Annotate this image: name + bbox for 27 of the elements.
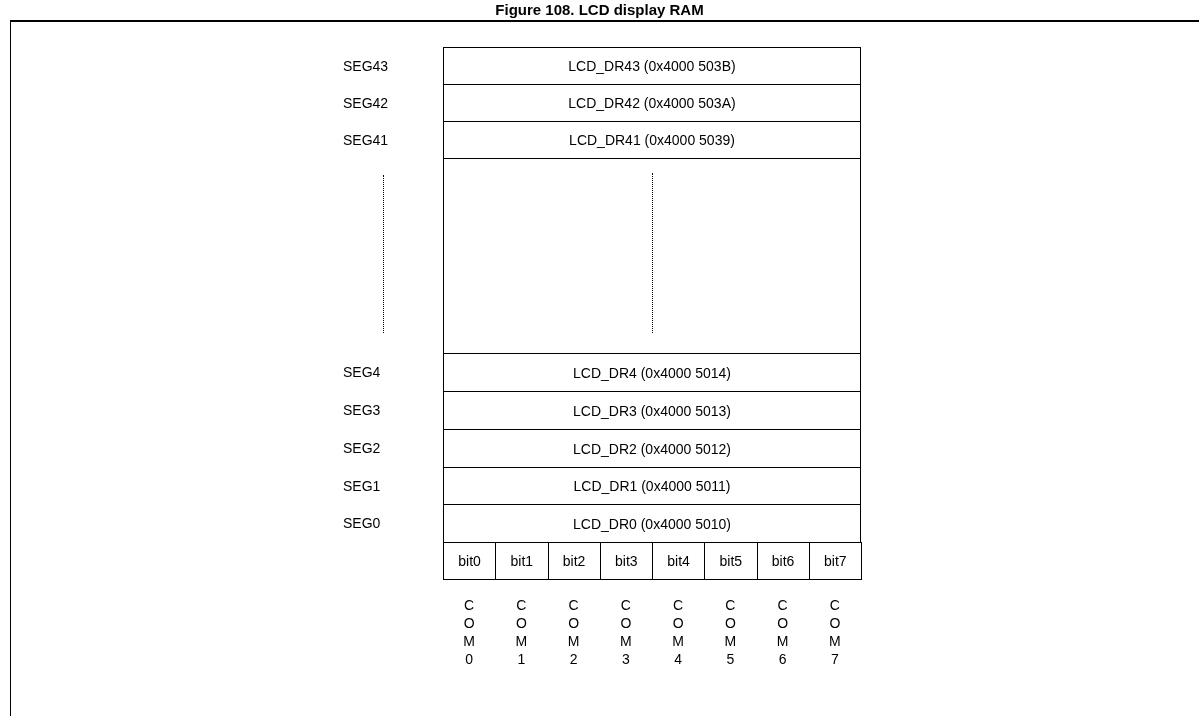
bit-cell: bit0 [443, 542, 497, 580]
common-label: COM5 [723, 596, 738, 668]
common-label: COM4 [671, 596, 685, 668]
bit-cell: bit7 [808, 542, 862, 580]
segment-label: SEG43 [343, 56, 389, 76]
segment-label: SEG1 [343, 476, 381, 496]
common-label: COM0 [462, 596, 476, 668]
register-cell: LCD_DR43 (0x4000 503B) [443, 47, 861, 85]
register-cell: LCD_DR3 (0x4000 5013) [443, 391, 861, 430]
register-cell: LCD_DR0 (0x4000 5010) [443, 504, 861, 543]
segment-label: SEG0 [343, 514, 381, 533]
common-label: COM7 [828, 596, 842, 668]
register-cell: LCD_DR2 (0x4000 5012) [443, 429, 861, 468]
register-cell: LCD_DR42 (0x4000 503A) [443, 84, 861, 122]
common-label: COM2 [566, 596, 581, 668]
common-label: COM6 [775, 596, 790, 668]
segment-label: SEG3 [343, 401, 381, 420]
segment-label: SEG4 [343, 363, 381, 382]
figure-title: Figure 108. LCD display RAM [494, 1, 705, 18]
register-cell: LCD_DR41 (0x4000 5039) [443, 121, 861, 159]
segment-label: SEG42 [343, 93, 389, 113]
common-label: COM3 [619, 596, 633, 668]
segment-label: SEG2 [343, 439, 381, 458]
segment-label: SEG41 [343, 130, 389, 150]
register-cell: LCD_DR4 (0x4000 5014) [443, 353, 861, 392]
register-cell: LCD_DR1 (0x4000 5011) [443, 467, 861, 505]
common-label: COM1 [514, 596, 529, 668]
